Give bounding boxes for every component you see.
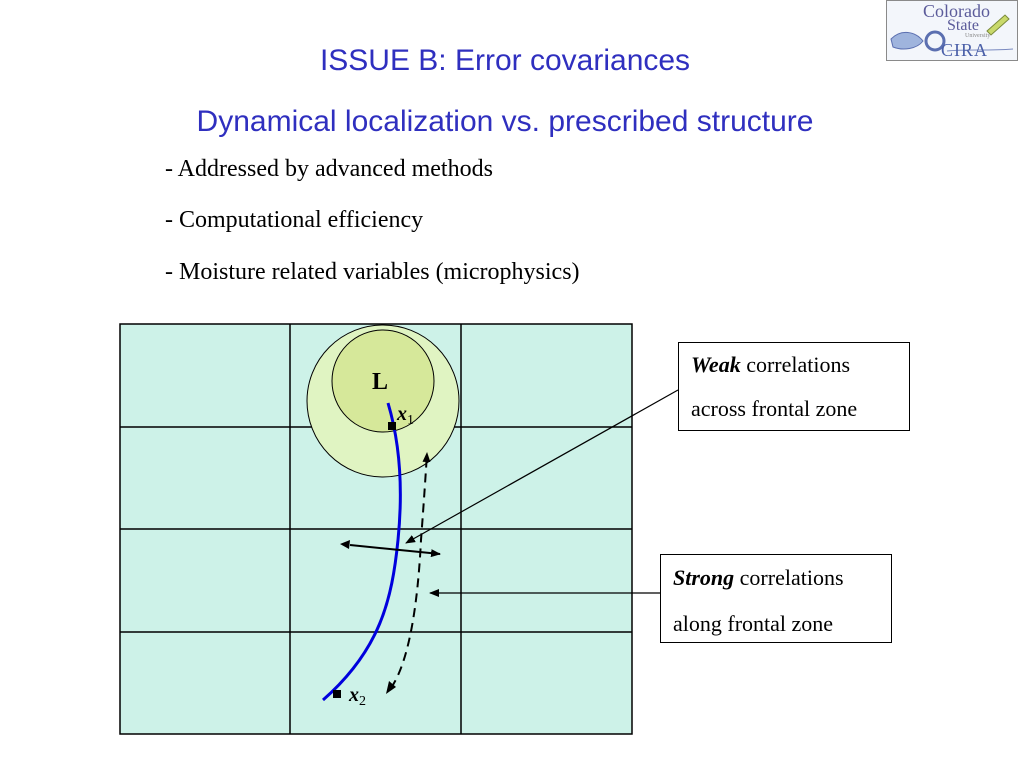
low-pressure-label: L [372, 369, 388, 395]
logo-line2: State [947, 17, 979, 34]
across-front-arrow-tail-head [340, 540, 350, 549]
logo-cira: CIRA [941, 40, 989, 60]
weak-bold: Weak [691, 352, 741, 377]
strong-rest: correlations [734, 565, 844, 590]
point2-marker [333, 690, 341, 698]
dashed-arrow-tail-head [386, 681, 396, 694]
point1-subscript: 1 [407, 413, 414, 428]
bullet-item: - Moisture related variables (microphysi… [165, 259, 580, 285]
logo-sub: University [965, 33, 991, 39]
point2-symbol: x [348, 684, 359, 706]
frontal-line [322, 402, 402, 702]
strong-line2: along frontal zone [673, 611, 834, 636]
point1-marker [388, 422, 396, 430]
point1-label: x1 [396, 403, 414, 428]
bullet-item: - Computational efficiency [165, 207, 424, 233]
inner-localization-circle [331, 329, 435, 433]
weak-rest: correlations [740, 352, 851, 377]
point1-symbol: x [396, 403, 407, 425]
strong-correlations-callout: Strong correlations along frontal zone [660, 554, 892, 643]
across-front-arrow [349, 544, 441, 558]
weak-line2: across frontal zone [691, 396, 858, 421]
point2-label: x2 [348, 684, 366, 709]
logo-line1: Colorado [923, 1, 990, 21]
slide-title: ISSUE B: Error covariances [319, 44, 691, 77]
csu-cira-logo: Colorado State University CIRA [886, 0, 1018, 61]
point2-subscript: 2 [359, 694, 366, 709]
along-front-dashed-arrow [390, 452, 431, 689]
slide-subtitle: Dynamical localization vs. prescribed st… [196, 105, 814, 138]
logo-graphic [890, 14, 1014, 52]
strong-bold: Strong [673, 565, 735, 590]
weak-correlations-callout: Weak correlations across frontal zone [678, 342, 910, 431]
weak-line1: Weak correlations [691, 343, 897, 387]
bullet-item: - Addressed by advanced methods [165, 156, 493, 182]
strong-line1: Strong correlations [673, 555, 879, 601]
weak-leader-line [405, 389, 679, 544]
